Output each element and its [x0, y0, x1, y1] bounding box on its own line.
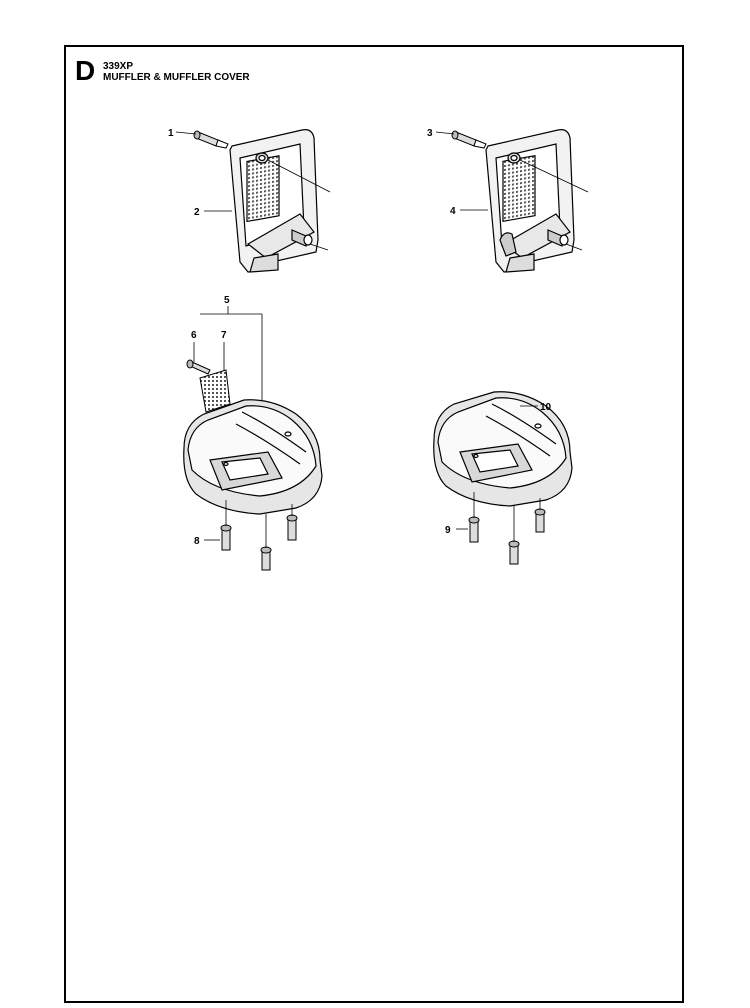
screw-part-8 [220, 514, 298, 571]
callout-6: 6 [191, 330, 197, 341]
callout-4: 4 [450, 206, 456, 217]
callout-7: 7 [221, 330, 227, 341]
callout-9: 9 [445, 525, 451, 536]
model-name: 339XP [103, 61, 134, 72]
screw-part-1 [193, 130, 229, 149]
section-letter: D [75, 55, 96, 86]
screw-part-9 [468, 508, 546, 565]
screw-part-3 [451, 130, 487, 149]
muffler-guard-part-2 [229, 129, 319, 273]
muffler-right [433, 391, 573, 507]
screw-part-6 [186, 359, 211, 375]
callout-1: 1 [168, 128, 174, 139]
page-frame [64, 45, 684, 1003]
callout-5: 5 [224, 295, 230, 306]
callout-10: 10 [540, 402, 552, 413]
callout-8: 8 [194, 536, 200, 547]
muffler-part-5 [183, 399, 323, 515]
diagram-title: MUFFLER & MUFFLER COVER [103, 72, 250, 83]
spark-arrestor-screen-part-7 [199, 369, 231, 413]
callout-3: 3 [427, 128, 433, 139]
muffler-guard-part-4 [485, 129, 575, 273]
callout-2: 2 [194, 207, 200, 218]
